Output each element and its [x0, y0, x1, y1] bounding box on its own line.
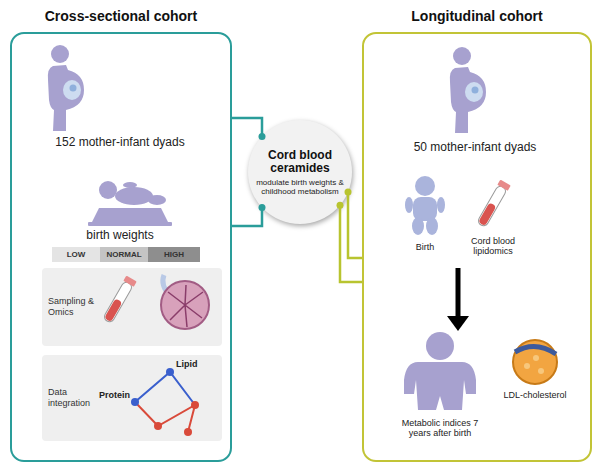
tube-cap: [497, 180, 510, 191]
circle-title: Cord blood ceramides: [256, 149, 344, 175]
connector-line: [232, 208, 262, 227]
weight-segment: LOW: [52, 247, 100, 262]
panel-heading: Longitudinal cohort: [364, 8, 590, 24]
tube-blood: [478, 202, 496, 226]
baby-arm: [405, 197, 413, 213]
womb-shape: [63, 80, 81, 100]
segment-label: NORMAL: [106, 250, 141, 259]
segment-label: LOW: [67, 250, 86, 259]
baby-body: [115, 187, 153, 205]
baby-leg: [426, 217, 438, 235]
baby-icon: [405, 176, 445, 235]
particle-dot: [533, 355, 539, 361]
pregnant-woman-icon: [48, 45, 84, 131]
weight-segment: HIGH: [148, 247, 200, 262]
particle-dot: [524, 363, 530, 369]
tube-glass: [477, 184, 508, 227]
fetus-shape: [70, 85, 77, 92]
baby-body: [413, 197, 437, 221]
step-box: Sampling & Omics: [42, 268, 222, 346]
annotation-label: birth weights: [20, 229, 220, 243]
baby-arm: [123, 182, 137, 188]
apolipoprotein-band: [515, 346, 556, 354]
annotation-label: Lipid: [176, 359, 216, 369]
annotation-label: Birth: [400, 242, 450, 252]
connector-line: [340, 205, 362, 282]
connector-line: [232, 118, 262, 137]
annotation-label: Metabolic indices 7 years after birth: [390, 418, 490, 439]
annotation-label: Protein: [96, 390, 130, 400]
panel-heading: Cross-sectional cohort: [12, 8, 230, 24]
baby-head: [99, 181, 117, 199]
arrow-shaft: [456, 268, 461, 318]
baby-head: [415, 176, 435, 196]
scale-shape: [92, 208, 168, 222]
child-head: [426, 332, 454, 360]
step-label: Sampling & Omics: [48, 296, 96, 318]
baby-leg: [412, 217, 424, 235]
particle-dot: [538, 368, 544, 374]
segment-label: HIGH: [164, 250, 184, 259]
baby-on-scale-icon: [88, 181, 172, 226]
circle-subtitle: modulate birth weights & childhood metab…: [256, 178, 344, 196]
body-shape: [48, 65, 84, 131]
head-shape: [453, 47, 471, 65]
annotation-label: 152 mother-infant dyads: [20, 136, 220, 150]
blood-tube-icon: [476, 180, 511, 228]
time-arrow: [447, 268, 469, 331]
baby-arm: [437, 197, 445, 213]
baby-legs: [148, 195, 166, 205]
finding-circle: Cord blood ceramides modulate birth weigh…: [248, 120, 352, 224]
weight-segment: NORMAL: [100, 247, 148, 262]
annotation-label: 50 mother-infant dyads: [380, 141, 570, 155]
scale-base: [88, 222, 172, 226]
annotation-label: LDL-cholesterol: [495, 390, 575, 400]
child-icon: [404, 332, 476, 410]
particle-shell: [513, 340, 557, 384]
arrow-head: [447, 316, 469, 331]
womb-shape: [465, 82, 483, 102]
annotation-label: Cord blood lipidomics: [457, 236, 529, 257]
connector-line: [348, 192, 362, 258]
ldl-particle-icon: [513, 340, 557, 384]
body-shape: [450, 67, 486, 133]
fetus-shape: [472, 87, 479, 94]
child-body: [404, 362, 476, 410]
head-shape: [51, 45, 69, 63]
step-label: Data integration: [48, 387, 96, 409]
pregnant-woman-icon: [450, 47, 486, 133]
